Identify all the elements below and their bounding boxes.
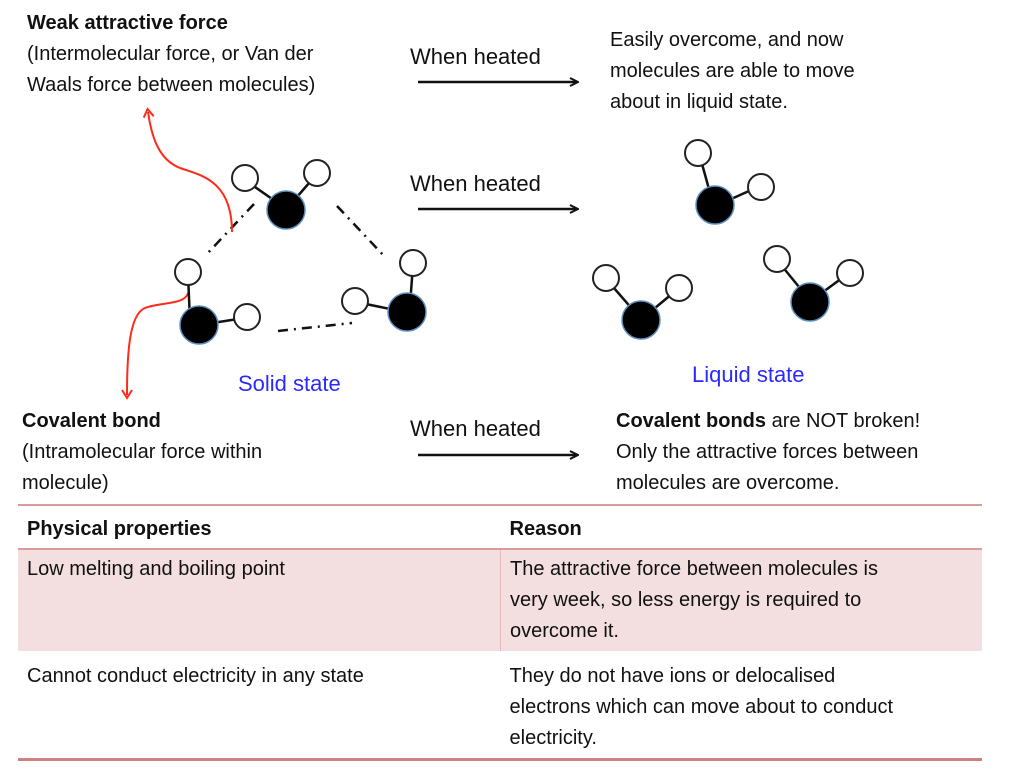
- reason-line: very week, so less energy is required to: [510, 589, 862, 611]
- intermolecular-force-desc-line2: Waals force between molecules): [27, 74, 316, 96]
- covalent-bond-desc-line2: molecule): [22, 472, 109, 494]
- liquid-state-label: Liquid state: [692, 362, 805, 387]
- intermolecular-annotation-arrow: [142, 107, 233, 233]
- table-row: Low melting and boiling point The attrac…: [18, 549, 982, 651]
- covalent-bonds-emphasis: Covalent bonds: [616, 410, 767, 432]
- covalent-explanation-line1: Covalent bonds are NOT broken!: [616, 406, 920, 437]
- liquid-molecule-left: [592, 264, 693, 340]
- liquid-explanation-line3: about in liquid state.: [610, 91, 788, 113]
- table-header-row: Physical properties Reason: [18, 504, 982, 550]
- liquid-explanation-line2: molecules are able to move: [610, 60, 855, 82]
- reason-line: electricity.: [509, 727, 597, 749]
- heating-label-3: When heated: [410, 416, 541, 441]
- heating-label-2: When heated: [410, 171, 541, 196]
- intermolecular-force-title: Weak attractive force: [27, 12, 228, 34]
- solid-state-label: Solid state: [238, 371, 341, 396]
- reason-cell: They do not have ions or delocalised ele…: [500, 651, 982, 761]
- liquid-molecule-right: [763, 245, 864, 322]
- solid-molecule-right: [341, 249, 427, 332]
- intermolecular-force-desc-line1: (Intermolecular force, or Van der: [27, 43, 314, 65]
- header-reason: Reason: [500, 504, 982, 550]
- reason-line: overcome it.: [510, 620, 619, 642]
- header-physical-properties: Physical properties: [18, 504, 501, 550]
- covalent-explanation-line2: Only the attractive forces between: [616, 441, 919, 463]
- liquid-molecule-top: [684, 139, 775, 225]
- property-cell: Cannot conduct electricity in any state: [18, 651, 501, 761]
- property-cell: Low melting and boiling point: [18, 549, 501, 651]
- reason-line: electrons which can move about to conduc…: [509, 696, 894, 718]
- solid-molecule-top: [231, 159, 331, 230]
- not-broken-text: are NOT broken!: [766, 410, 921, 432]
- physical-properties-table: Physical properties Reason Low melting a…: [18, 504, 982, 761]
- solid-molecule-left: [174, 258, 261, 345]
- reason-line: The attractive force between molecules i…: [510, 558, 878, 580]
- reason-line: They do not have ions or delocalised: [509, 665, 836, 687]
- covalent-bond-desc-line1: (Intramolecular force within: [22, 441, 263, 463]
- table-row: Cannot conduct electricity in any state …: [18, 651, 982, 761]
- covalent-bond-title: Covalent bond: [22, 410, 161, 432]
- covalent-explanation-line3: molecules are overcome.: [616, 472, 840, 494]
- covalent-annotation-arrow: [121, 292, 189, 400]
- reason-cell: The attractive force between molecules i…: [500, 549, 982, 651]
- molecule-diagram: [121, 0, 864, 500]
- liquid-explanation-line1: Easily overcome, and now: [610, 29, 844, 51]
- heating-label-1: When heated: [410, 44, 541, 69]
